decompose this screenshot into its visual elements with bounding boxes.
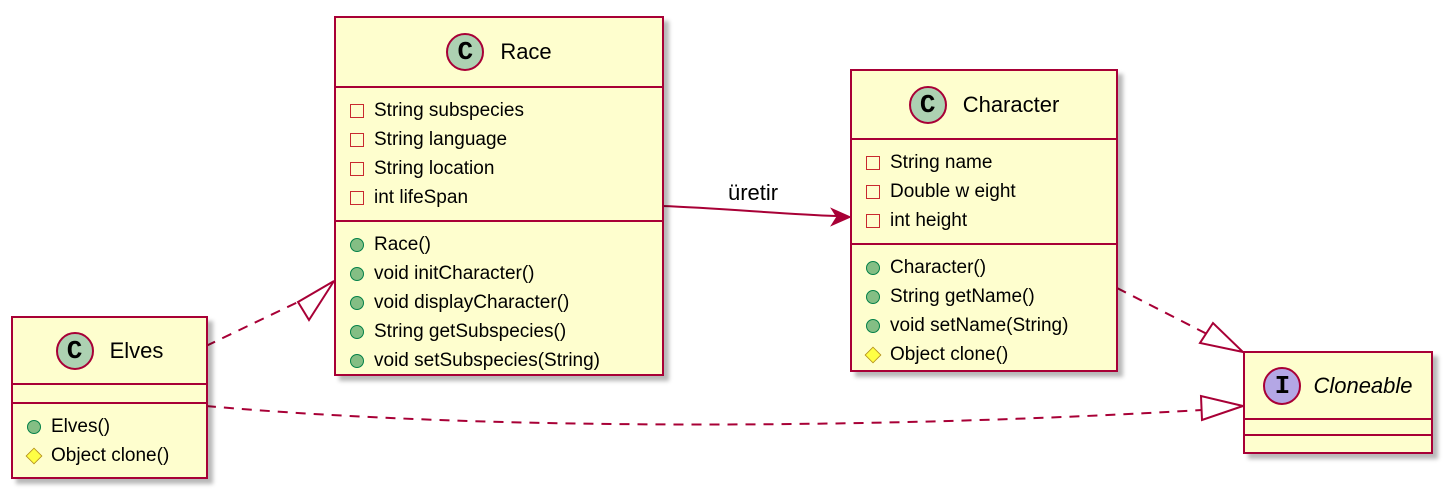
association-arrowhead: [830, 207, 852, 227]
method-text: Race(): [374, 233, 432, 255]
private-icon: [350, 132, 364, 147]
class-race[interactable]: C Race String subspecies String language…: [334, 16, 664, 376]
method-text: void setSubspecies(String): [374, 349, 600, 371]
field-text: String language: [374, 128, 508, 150]
public-icon: [27, 419, 41, 434]
interface-cloneable-fields: [1245, 420, 1431, 436]
public-icon: [866, 318, 880, 333]
method-text: Elves(): [51, 415, 111, 437]
field-row: Double w eight: [866, 177, 1116, 206]
field-text: Double w eight: [890, 180, 1016, 202]
field-text: String location: [374, 157, 495, 179]
class-elves-name: Elves: [109, 337, 164, 363]
method-row: String getSubspecies(): [350, 317, 662, 346]
realization-triangle-race: [296, 280, 335, 322]
private-icon: [350, 161, 364, 176]
interface-cloneable[interactable]: I Cloneable: [1243, 351, 1433, 454]
method-text: Character(): [890, 256, 987, 278]
realization-elves-race: [205, 301, 299, 347]
method-row: void initCharacter(): [350, 259, 662, 288]
method-text: Object clone(): [890, 343, 1009, 365]
association-label: üretir: [728, 180, 779, 205]
public-icon: [866, 289, 880, 304]
interface-i-icon: I: [1263, 366, 1302, 405]
class-elves[interactable]: C Elves Elves() Object clone(): [11, 316, 208, 479]
method-row: Race(): [350, 230, 662, 259]
interface-cloneable-name: Cloneable: [1313, 372, 1413, 398]
class-c-icon: C: [55, 331, 94, 370]
field-text: int lifeSpan: [374, 186, 469, 208]
private-icon: [350, 103, 364, 118]
class-c-icon: C: [908, 85, 947, 124]
class-character-name: Character: [962, 91, 1060, 117]
field-text: int height: [890, 209, 968, 231]
class-race-methods: Race() void initCharacter() void display…: [336, 222, 662, 383]
realization-elves-cloneable: [205, 405, 1203, 426]
interface-cloneable-header: I Cloneable: [1245, 353, 1431, 420]
private-icon: [350, 190, 364, 205]
class-character-header: C Character: [852, 71, 1116, 140]
method-row: String getName(): [866, 282, 1116, 311]
class-elves-header: C Elves: [13, 318, 206, 385]
class-character-fields: String name Double w eight int height: [852, 140, 1116, 245]
method-text: void setName(String): [890, 314, 1069, 336]
class-race-fields: String subspecies String language String…: [336, 88, 662, 222]
public-icon: [350, 353, 364, 368]
class-race-name: Race: [500, 39, 552, 64]
protected-icon: [25, 447, 43, 464]
field-row: String language: [350, 125, 662, 154]
field-row: int height: [866, 206, 1116, 235]
realization-character-cloneable: [1116, 287, 1208, 335]
field-text: String name: [890, 151, 993, 173]
method-row: void setSubspecies(String): [350, 346, 662, 375]
field-row: String location: [350, 154, 662, 183]
method-row: Character(): [866, 253, 1116, 282]
method-row: Object clone(): [25, 441, 206, 470]
method-text: void displayCharacter(): [374, 291, 570, 313]
field-row: int lifeSpan: [350, 183, 662, 212]
method-row: void setName(String): [866, 311, 1116, 340]
public-icon: [350, 266, 364, 281]
realization-triangle-elves: [1199, 394, 1247, 422]
class-race-header: C Race: [336, 18, 662, 88]
private-icon: [866, 213, 880, 228]
method-row: void displayCharacter(): [350, 288, 662, 317]
class-character-methods: Character() String getName() void setNam…: [852, 245, 1116, 377]
class-c-icon: C: [446, 33, 485, 71]
private-icon: [866, 155, 880, 170]
interface-cloneable-methods: [1245, 436, 1431, 450]
method-row: Object clone(): [864, 340, 1116, 369]
realization-triangle-character: [1198, 321, 1247, 354]
public-icon: [350, 237, 364, 252]
field-row: String subspecies: [350, 96, 662, 125]
method-row: Elves(): [27, 412, 206, 441]
class-elves-methods: Elves() Object clone(): [13, 404, 206, 478]
method-text: Object clone(): [51, 444, 170, 466]
field-row: String name: [866, 148, 1116, 177]
association-race-character: [661, 205, 837, 217]
field-text: String subspecies: [374, 99, 524, 121]
public-icon: [350, 324, 364, 339]
method-text: String getName(): [890, 285, 1035, 307]
public-icon: [866, 260, 880, 275]
class-elves-fields: [13, 385, 206, 404]
method-text: void initCharacter(): [374, 262, 535, 284]
private-icon: [866, 184, 880, 199]
class-character[interactable]: C Character String name Double w eight i…: [850, 69, 1118, 372]
method-text: String getSubspecies(): [374, 320, 567, 342]
public-icon: [350, 295, 364, 310]
protected-icon: [864, 346, 882, 363]
